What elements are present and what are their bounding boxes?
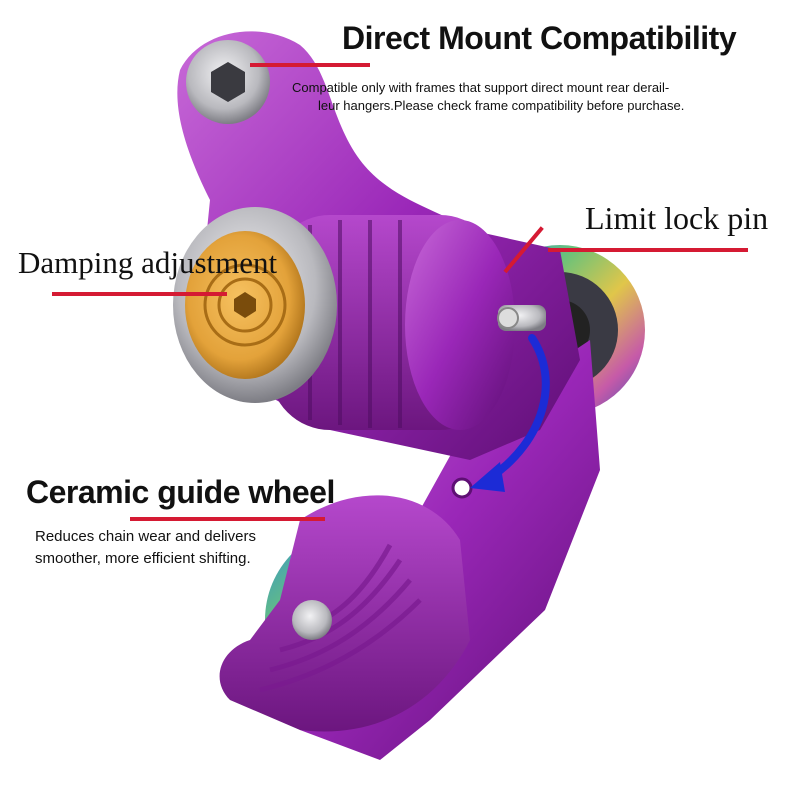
- cage-bolt-shape: [292, 600, 332, 640]
- damping-knob-shape: [173, 207, 337, 403]
- damping-leader-line: [52, 292, 227, 296]
- direct-mount-desc-1: Compatible only with frames that support…: [292, 80, 670, 95]
- mount-bolt-shape: [186, 40, 270, 124]
- ceramic-desc-1: Reduces chain wear and delivers: [35, 528, 256, 545]
- limit-lock-pin-title: Limit lock pin: [585, 200, 769, 236]
- ceramic-title: Ceramic guide wheel: [26, 474, 335, 510]
- rotation-arrow-shape: [470, 334, 550, 492]
- direct-mount-desc-2: leur hangers.Please check frame compatib…: [318, 98, 685, 113]
- direct-mount-leader-line: [250, 63, 370, 67]
- damping-title: Damping adjustment: [18, 245, 278, 280]
- cage-plate-shape: [219, 495, 470, 732]
- lock-pin-shape: [497, 305, 546, 331]
- ceramic-leader-line: [130, 517, 325, 521]
- limit-lock-pin-leader-line: [548, 248, 748, 252]
- ceramic-desc-2: smoother, more efficient shifting.: [35, 550, 251, 567]
- direct-mount-title: Direct Mount Compatibility: [342, 20, 737, 56]
